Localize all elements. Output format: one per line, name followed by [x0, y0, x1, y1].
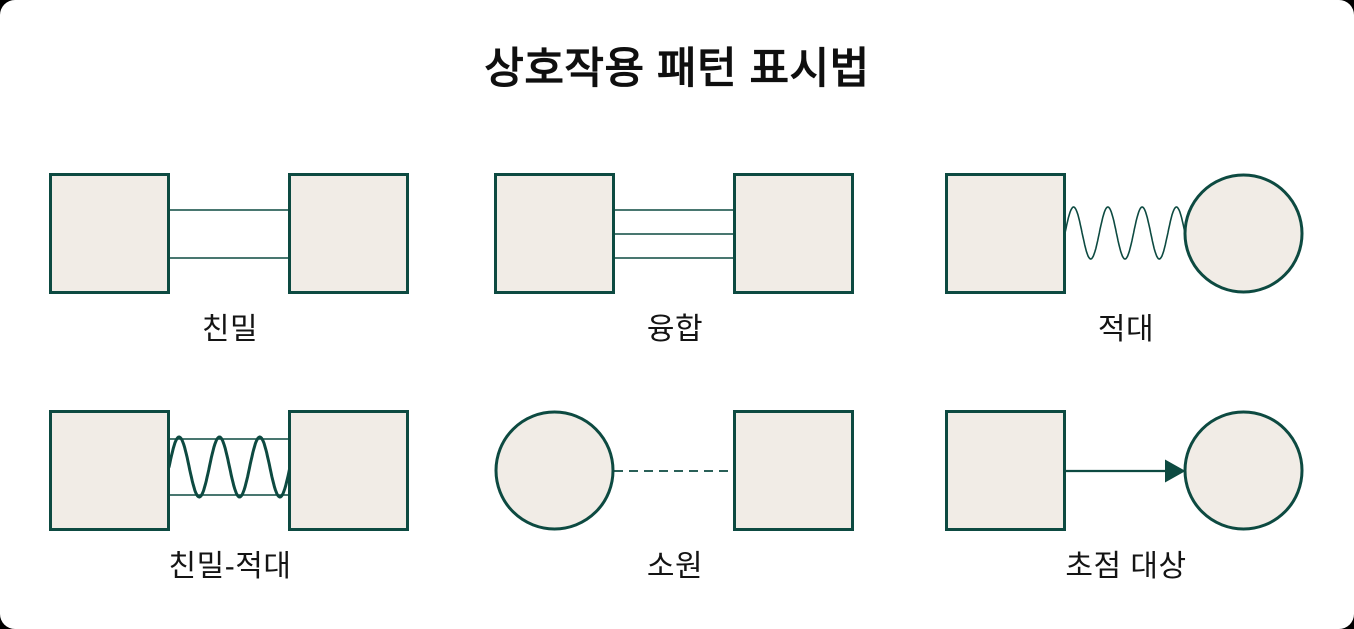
right-circle-shape: [1183, 410, 1304, 531]
pattern-fusion: 융합: [494, 173, 856, 348]
left-square-shape: [494, 173, 615, 294]
pattern-diagram: [49, 173, 409, 294]
pattern-intimate: 친밀: [49, 173, 411, 348]
left-circle-shape: [494, 410, 615, 531]
pattern-diagram: [494, 410, 854, 531]
pattern-focus-target: 초점 대상: [945, 410, 1307, 585]
pattern-label: 친밀: [201, 313, 259, 346]
right-circle-shape: [1183, 173, 1304, 294]
pattern-label: 융합: [646, 313, 704, 346]
right-square-shape: [733, 173, 854, 294]
right-square-shape: [288, 173, 409, 294]
pattern-intimate-hostility: 친밀-적대: [49, 410, 411, 585]
right-square-shape: [733, 410, 854, 531]
pattern-label: 초점 대상: [1065, 550, 1187, 583]
connector-wave: [167, 435, 292, 499]
pattern-hostility: 적대: [945, 173, 1307, 348]
pattern-diagram: [49, 410, 409, 531]
pattern-diagram: [945, 173, 1304, 294]
left-square-shape: [49, 173, 170, 294]
pattern-label: 소원: [646, 550, 704, 583]
connector-arrowhead-icon: [1165, 459, 1186, 483]
left-square-shape: [945, 173, 1066, 294]
pattern-diagram: [494, 173, 854, 294]
connector-wave: [1064, 206, 1186, 260]
right-square-shape: [288, 410, 409, 531]
pattern-label: 적대: [1097, 313, 1155, 346]
page-title: 상호작용 패턴 표시법: [484, 45, 870, 93]
left-square-shape: [49, 410, 170, 531]
pattern-diagram: [945, 410, 1304, 531]
left-square-shape: [945, 410, 1066, 531]
pattern-distant: 소원: [494, 410, 856, 585]
pattern-label: 친밀-적대: [168, 550, 292, 583]
